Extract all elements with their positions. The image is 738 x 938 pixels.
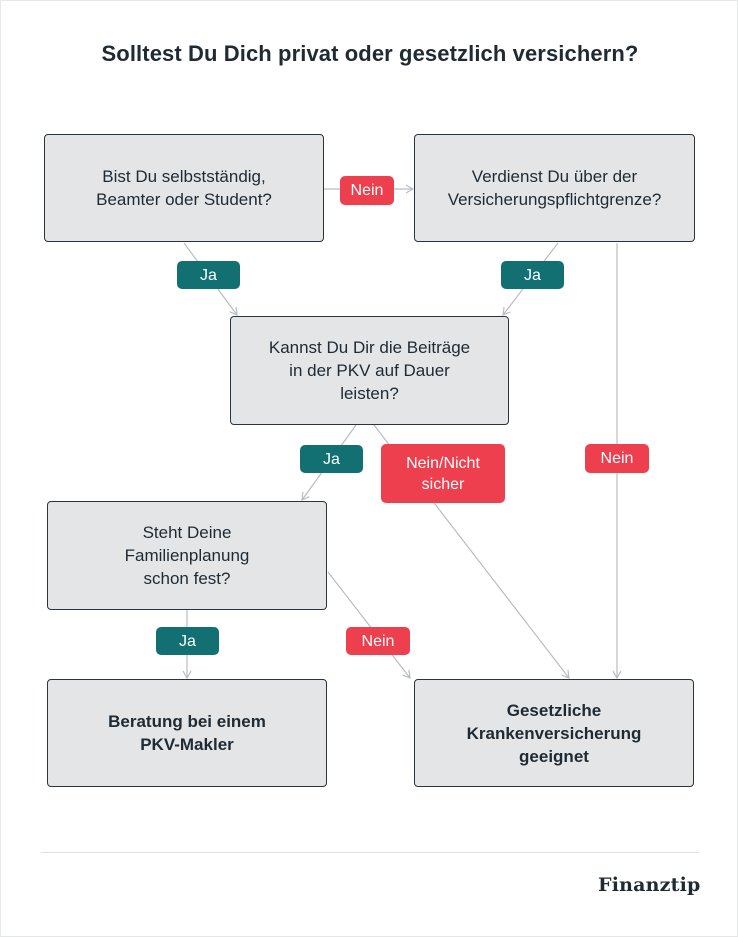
label-selbststaendig-ja: Ja	[177, 261, 240, 289]
node-pkv-makler: Beratung bei einem PKV-Makler	[47, 679, 327, 787]
node-beitraege: Kannst Du Dir die Beiträge in der PKV au…	[230, 316, 509, 425]
edge-familie-nein	[327, 571, 411, 679]
label-beitraege-nein: Nein/Nicht sicher	[381, 444, 505, 503]
label-beitraege-ja: Ja	[300, 445, 363, 473]
label-verdienst-nein: Nein	[585, 444, 649, 473]
page-title: Solltest Du Dich privat oder gesetzlich …	[101, 41, 639, 66]
label-familie-nein: Nein	[346, 627, 410, 655]
node-selbststaendig: Bist Du selbstständig, Beamter oder Stud…	[44, 134, 324, 242]
label-selbststaendig-nein: Nein	[340, 176, 394, 205]
label-familie-ja: Ja	[156, 627, 219, 655]
brand-logo: Finanztip	[598, 874, 701, 896]
node-familienplanung: Steht Deine Familienplanung schon fest?	[47, 501, 327, 610]
label-verdienst-ja: Ja	[501, 261, 564, 289]
footer-divider	[41, 852, 699, 853]
node-verdienst: Verdienst Du über der Versicherungspflic…	[414, 134, 695, 242]
node-gkv: Gesetzliche Krankenversicherung geeignet	[414, 679, 694, 787]
